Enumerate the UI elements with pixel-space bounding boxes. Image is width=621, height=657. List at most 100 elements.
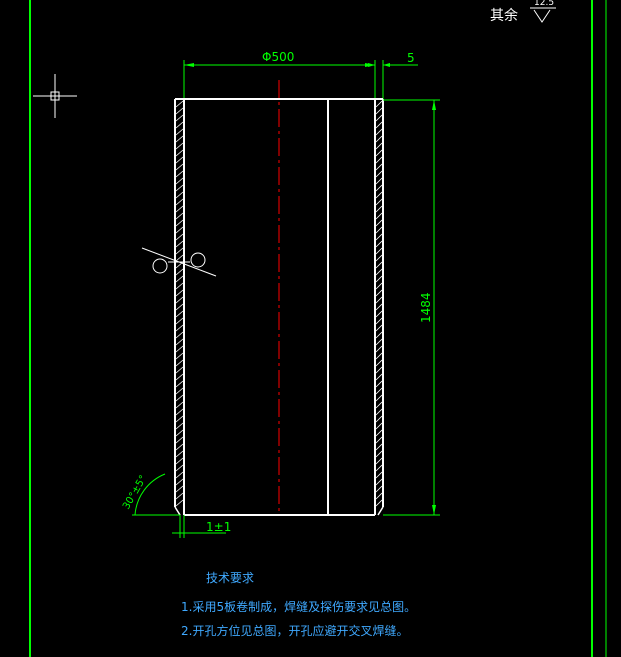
hatch-line: [375, 352, 383, 360]
hatch-line: [375, 100, 383, 108]
hatch-line: [375, 401, 383, 409]
hatch-line: [375, 142, 383, 150]
hatch-line: [375, 121, 383, 129]
hatch-line: [175, 429, 184, 437]
hatch-line: [375, 499, 383, 507]
hatch-line: [175, 268, 184, 276]
hatch-line: [375, 156, 383, 164]
hatch-line: [175, 394, 184, 402]
hatch-line: [175, 177, 184, 185]
hatch-line: [175, 149, 184, 157]
hatch-line: [175, 219, 184, 227]
hatch-line: [175, 107, 184, 115]
hatch-line: [175, 128, 184, 136]
hatch-line: [375, 415, 383, 423]
hatch-line: [175, 212, 184, 220]
hatch-line: [375, 317, 383, 325]
hatch-line: [175, 415, 184, 423]
hatch-line: [375, 331, 383, 339]
hatch-line: [375, 261, 383, 269]
height-dimension: 1484: [383, 99, 440, 516]
hatch-line: [375, 296, 383, 304]
hatch-line: [375, 394, 383, 402]
hatch-line: [375, 436, 383, 444]
weld-gap-dimension: 1±1: [172, 515, 231, 538]
hatch-line: [375, 485, 383, 493]
hatch-line: [375, 471, 383, 479]
hatch-line: [175, 387, 184, 395]
hatch-line: [175, 436, 184, 444]
hatch-line: [175, 317, 184, 325]
hatch-line: [375, 429, 383, 437]
hatch-line: [175, 184, 184, 192]
left-wall-hatch: [175, 100, 184, 507]
hatch-line: [175, 324, 184, 332]
hatch-line: [175, 338, 184, 346]
hatch-line: [175, 156, 184, 164]
hatch-line: [175, 121, 184, 129]
hatch-line: [375, 205, 383, 213]
hatch-line: [375, 226, 383, 234]
hatch-line: [375, 422, 383, 430]
hatch-line: [175, 380, 184, 388]
roughness-value-label: 12.5: [534, 0, 554, 8]
hatch-line: [375, 233, 383, 241]
hatch-line: [375, 492, 383, 500]
hatch-line: [175, 289, 184, 297]
hatch-line: [175, 401, 184, 409]
hatch-line: [375, 247, 383, 255]
hatch-line: [375, 219, 383, 227]
bevel-angle-dimension: 30°±5°: [121, 473, 180, 516]
roughness-note: 其余 12.5: [490, 0, 556, 24]
hatch-line: [375, 240, 383, 248]
hatch-line: [375, 177, 383, 185]
hatch-line: [375, 366, 383, 374]
hatch-line: [375, 135, 383, 143]
hatch-line: [175, 275, 184, 283]
hatch-line: [175, 170, 184, 178]
hatch-line: [175, 310, 184, 318]
hatch-line: [375, 282, 383, 290]
hatch-line: [375, 345, 383, 353]
hatch-line: [175, 478, 184, 486]
diameter-label: Φ500: [262, 50, 294, 64]
hatch-line: [175, 331, 184, 339]
tech-requirement-item-1: 1.采用5板卷制成，焊缝及探伤要求见总图。: [181, 599, 416, 614]
hatch-line: [175, 114, 184, 122]
hatch-line: [375, 310, 383, 318]
hatch-line: [375, 303, 383, 311]
hatch-line: [375, 380, 383, 388]
cylinder-section[interactable]: [174, 98, 384, 516]
hatch-line: [175, 226, 184, 234]
hatch-line: [175, 457, 184, 465]
hatch-line: [375, 408, 383, 416]
hatch-line: [375, 450, 383, 458]
weld-symbol-icon: [141, 247, 217, 277]
hatch-line: [175, 471, 184, 479]
tech-requirements: 技术要求 1.采用5板卷制成，焊缝及探伤要求见总图。 2.开孔方位见总图，开孔应…: [181, 571, 416, 638]
hatch-line: [375, 107, 383, 115]
drawing-frame: [29, 0, 607, 657]
hatch-line: [375, 324, 383, 332]
hatch-line: [175, 464, 184, 472]
diameter-dimension: Φ500 5: [183, 50, 418, 100]
hatch-line: [175, 163, 184, 171]
hatch-line: [375, 373, 383, 381]
crosshair-cursor-icon: [33, 74, 77, 118]
hatch-line: [375, 443, 383, 451]
hatch-line: [375, 268, 383, 276]
hatch-line: [175, 142, 184, 150]
wall-thickness-label: 5: [407, 51, 415, 65]
height-label: 1484: [419, 292, 433, 323]
hatch-line: [375, 338, 383, 346]
hatch-line: [175, 282, 184, 290]
hatch-line: [175, 135, 184, 143]
hatch-line: [375, 387, 383, 395]
hatch-line: [175, 205, 184, 213]
hatch-line: [375, 289, 383, 297]
roughness-symbol-icon: [533, 9, 551, 23]
hatch-line: [175, 100, 184, 108]
hatch-line: [175, 485, 184, 493]
hatch-line: [175, 373, 184, 381]
